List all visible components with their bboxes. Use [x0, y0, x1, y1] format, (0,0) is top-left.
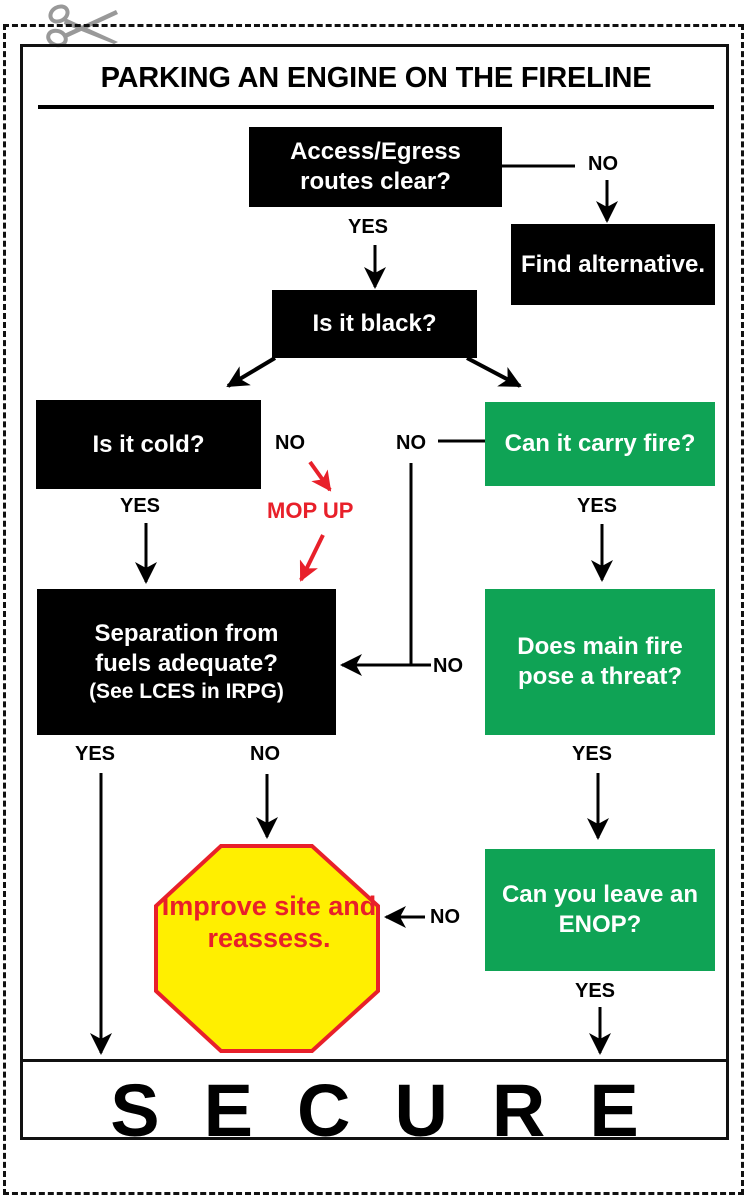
- label-separation-yes: YES: [75, 743, 116, 765]
- label-threat-no: NO: [433, 655, 463, 677]
- node-separation-line3: (See LCES in IRPG): [89, 679, 284, 703]
- node-find-alternative-text: Find alternative.: [520, 250, 706, 278]
- node-leave-enop-text: Can you leave an ENOP?: [501, 881, 699, 938]
- node-separation-line2: fuels adequate?: [95, 649, 278, 677]
- node-is-it-cold: Is it cold?: [36, 400, 261, 489]
- node-is-it-cold-text: Is it cold?: [92, 430, 205, 458]
- label-separation-no: NO: [250, 743, 280, 765]
- node-improve-site: Improve site and reassess.: [161, 891, 377, 954]
- label-access-yes: YES: [348, 216, 389, 238]
- label-enop-no: NO: [430, 906, 460, 928]
- arrow-black-right: [466, 356, 522, 388]
- node-can-it-carry-fire-text: Can it carry fire?: [504, 430, 696, 457]
- arrow-black-left: [226, 356, 277, 388]
- label-threat-yes: YES: [572, 743, 613, 765]
- node-can-it-carry-fire: Can it carry fire?: [485, 402, 715, 486]
- node-separation-line1: Separation from: [94, 619, 279, 647]
- label-cold-no: NO: [275, 432, 305, 454]
- label-access-no: NO: [588, 153, 618, 175]
- label-carry-no: NO: [396, 432, 426, 454]
- stop-octagon: [154, 844, 380, 1053]
- card-frame: [20, 44, 729, 1140]
- node-leave-enop: Can you leave an ENOP?: [485, 849, 715, 971]
- node-find-alternative: Find alternative.: [511, 224, 715, 305]
- node-main-fire-threat: Does main fire pose a threat?: [485, 589, 715, 735]
- label-cold-yes: YES: [120, 495, 161, 517]
- arrow-cold-no-red: [308, 460, 332, 492]
- node-separation: Separation from fuels adequate? (See LCE…: [37, 589, 336, 735]
- cut-line-border: [3, 24, 744, 1195]
- label-enop-yes: YES: [575, 980, 616, 1002]
- arrow-mopup-red: [299, 534, 325, 582]
- label-mop-up: MOP UP: [267, 498, 354, 523]
- secure-divider: [20, 1059, 729, 1062]
- node-access-egress: Access/Egress routes clear?: [249, 127, 502, 207]
- node-is-it-black-text: Is it black?: [312, 310, 437, 337]
- node-is-it-black: Is it black?: [272, 290, 477, 358]
- label-carry-yes: YES: [577, 495, 618, 517]
- secure-outcome: SECURE: [110, 1069, 683, 1152]
- node-main-fire-threat-text: Does main fire pose a threat?: [517, 633, 683, 690]
- page-title: PARKING AN ENGINE ON THE FIRELINE: [100, 62, 652, 94]
- node-access-egress-text: Access/Egress routes clear?: [290, 138, 461, 195]
- title-underline: [38, 105, 714, 109]
